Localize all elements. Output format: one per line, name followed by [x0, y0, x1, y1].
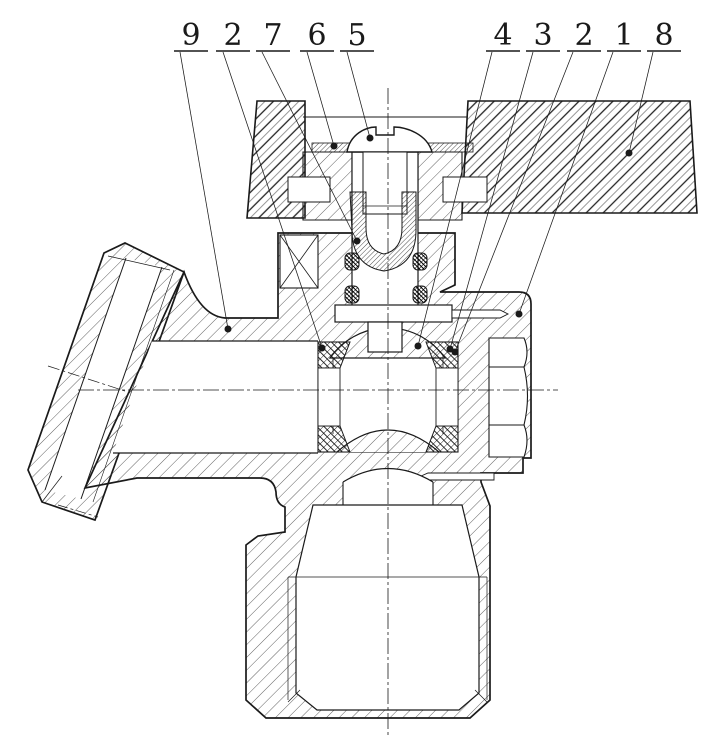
- callout-labels: 9 2 7 6 5 4 3 2 1 8: [174, 18, 681, 53]
- part-label-2-right: 2: [574, 18, 593, 53]
- o-ring: [412, 252, 428, 271]
- screw: [346, 126, 433, 215]
- stem-o-rings: [344, 252, 428, 304]
- bottom-outlet-port: [287, 467, 488, 711]
- centerlines: [78, 88, 558, 738]
- leader-dots: [224, 134, 633, 356]
- stem-flat-notch-right: [442, 176, 488, 203]
- port-centerline: [47, 365, 129, 393]
- part-label-8: 8: [654, 18, 673, 53]
- part-label-7: 7: [263, 18, 282, 53]
- seat-retainer-left: [317, 367, 341, 427]
- stem-collar: [334, 304, 453, 323]
- part-label-2-left: 2: [223, 18, 242, 53]
- o-ring: [412, 285, 428, 304]
- part-label-3: 3: [533, 18, 552, 53]
- hex-end-cap: [488, 337, 529, 458]
- part-label-6: 6: [307, 18, 326, 53]
- leader-lines: [179, 51, 654, 353]
- part-label-5: 5: [347, 18, 366, 53]
- handle-bar-right: [461, 100, 698, 214]
- angled-inlet-port: [27, 242, 186, 522]
- thrust-washer-upper: [451, 309, 510, 319]
- o-ring: [344, 285, 360, 304]
- threaded-bore: [295, 504, 480, 711]
- seat-retainer-right: [435, 367, 459, 427]
- part-label-9: 9: [181, 18, 200, 53]
- stem-packing-cup: [349, 191, 417, 272]
- part-label-4: 4: [493, 18, 512, 53]
- o-ring: [344, 252, 360, 271]
- part-label-1: 1: [614, 18, 633, 53]
- stem-flat-notch-left: [287, 176, 331, 203]
- inlet-bore: [113, 340, 318, 454]
- stem-tang: [367, 321, 403, 353]
- thrust-washer-lower: [418, 472, 495, 481]
